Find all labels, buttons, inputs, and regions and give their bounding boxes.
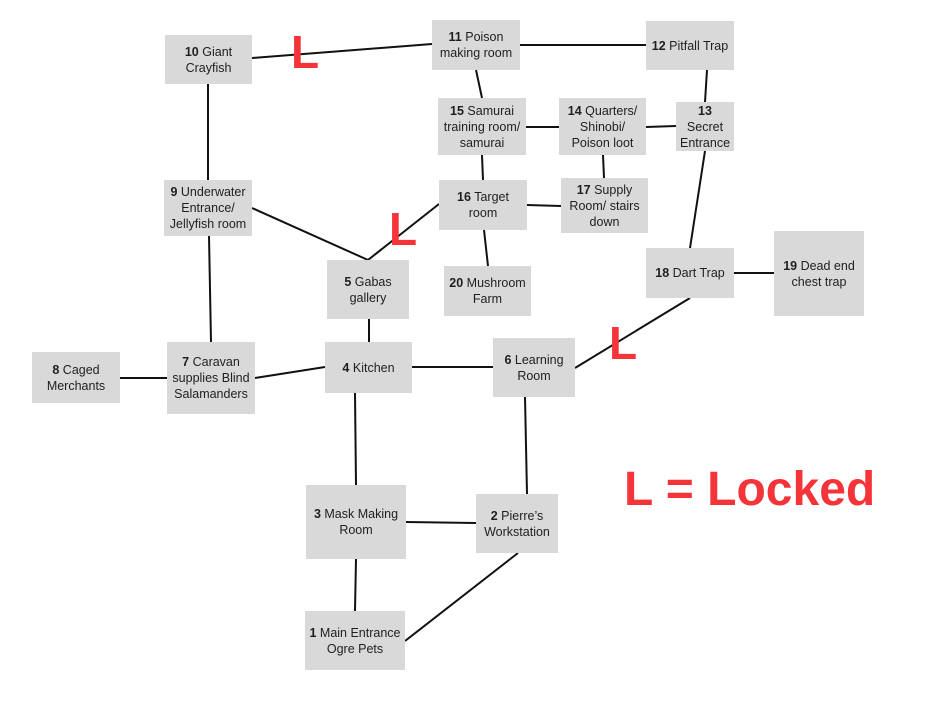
room-number: 11: [448, 30, 462, 44]
room-label: Mask Making Room: [324, 507, 399, 537]
edge-9-5: [251, 207, 369, 261]
edge-18-6: [574, 297, 691, 369]
edge-16-20: [483, 229, 489, 267]
room-number: 13: [698, 103, 712, 118]
room-number: 3: [313, 507, 321, 521]
room-16: 16 Target room: [439, 180, 527, 230]
room-label: Pitfall Trap: [669, 38, 729, 53]
room-label: Supply Room/ stairs down: [569, 182, 640, 229]
room-number: 14: [567, 103, 582, 118]
edge-7-4: [254, 366, 326, 379]
edge-16-5: [367, 203, 440, 261]
room-5: 5 Gabas gallery: [327, 260, 409, 319]
room-15: 15 Samurai training room/ samurai: [438, 98, 526, 155]
room-number: 18: [655, 266, 670, 280]
room-number: 5: [344, 274, 352, 289]
room-number: 16: [457, 190, 471, 204]
edge-16-17: [526, 204, 562, 207]
lock-marker-10-11: L: [291, 26, 320, 78]
edge-10-11: [251, 43, 433, 59]
edge-2-1: [404, 552, 519, 642]
edge-11-15: [475, 69, 483, 99]
edge-14-17: [602, 154, 605, 179]
room-number: 10: [184, 44, 199, 59]
room-6: 6 Learning Room: [493, 338, 575, 397]
edge-3-2: [405, 521, 477, 524]
edge-14-13: [645, 125, 677, 128]
room-18: 18 Dart Trap: [646, 248, 734, 298]
room-number: 12: [651, 38, 666, 53]
room-label: Dead end chest trap: [791, 258, 855, 289]
room-label: Caravan supplies Blind Salamanders: [172, 355, 250, 401]
room-label: Main Entrance Ogre Pets: [319, 625, 401, 656]
room-label: Dart Trap: [672, 266, 725, 280]
room-12: 12 Pitfall Trap: [646, 21, 734, 70]
edge-6-2: [524, 396, 528, 495]
room-11: 11 Poison making room: [432, 20, 520, 70]
edge-3-1: [354, 558, 357, 612]
room-14: 14 Quarters/ Shinobi/ Poison loot: [559, 98, 646, 155]
room-label: Gabas gallery: [349, 274, 392, 305]
lock-marker-16-5: L: [389, 203, 418, 255]
room-label: Samurai training room/ samurai: [443, 103, 521, 150]
room-7: 7 Caravan supplies Blind Salamanders: [167, 342, 255, 414]
room-label: Poison making room: [439, 30, 513, 60]
room-number: 9: [170, 185, 178, 199]
lock-marker-18-6: L: [609, 317, 638, 369]
room-label: Quarters/ Shinobi/ Poison loot: [571, 103, 638, 150]
room-4: 4 Kitchen: [325, 342, 412, 393]
room-number: 19: [783, 258, 798, 273]
room-number: 2: [490, 508, 498, 523]
room-8: 8 Caged Merchants: [32, 352, 120, 403]
edge-13-18: [689, 150, 706, 249]
room-2: 2 Pierre’s Workstation: [476, 494, 558, 553]
room-number: 1: [309, 625, 317, 640]
room-number: 15: [450, 103, 464, 118]
edge-15-16: [481, 154, 484, 181]
room-3: 3 Mask Making Room: [306, 485, 406, 559]
room-number: 17: [576, 182, 591, 197]
room-13: 13 Secret Entrance: [676, 102, 734, 151]
edge-12-13: [704, 69, 708, 103]
room-17: 17 Supply Room/ stairs down: [561, 178, 648, 233]
legend-locked: L = Locked: [624, 463, 876, 516]
room-number: 8: [52, 362, 60, 377]
room-label: Secret Entrance: [679, 119, 731, 150]
room-20: 20 Mushroom Farm: [444, 266, 531, 316]
room-label: Target room: [468, 190, 509, 220]
edge-4-3: [354, 392, 357, 486]
room-number: 6: [504, 352, 512, 367]
room-9: 9 Underwater Entrance/ Jellyfish room: [164, 180, 252, 236]
room-label: Kitchen: [352, 360, 395, 375]
room-19: 19 Dead end chest trap: [774, 231, 864, 316]
room-number: 20: [449, 276, 464, 290]
room-1: 1 Main Entrance Ogre Pets: [305, 611, 405, 670]
room-number: 7: [182, 355, 190, 369]
room-label: Learning Room: [514, 352, 564, 383]
room-label: Pierre’s Workstation: [484, 508, 550, 539]
room-label: Underwater Entrance/ Jellyfish room: [169, 185, 247, 231]
room-number: 4: [342, 360, 350, 375]
edge-9-7: [208, 235, 212, 343]
room-label: Mushroom Farm: [466, 276, 526, 306]
room-10: 10 Giant Crayfish: [165, 35, 252, 84]
room-label: Caged Merchants: [46, 362, 106, 393]
room-label: Giant Crayfish: [185, 44, 233, 75]
